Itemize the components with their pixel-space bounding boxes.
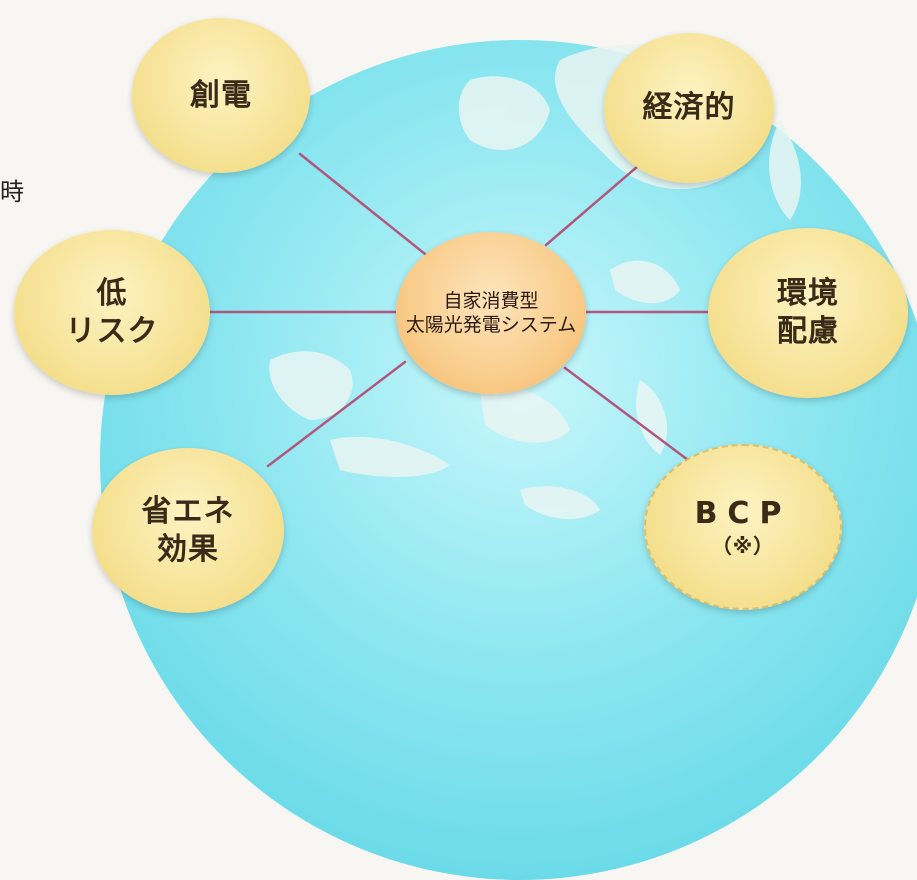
connector-keizaiteki xyxy=(544,158,647,247)
node-kankyo-line2: 配慮 xyxy=(777,314,839,349)
node-keizaiteki: 経済的 xyxy=(604,33,774,183)
center-node: 自家消費型 太陽光発電システム xyxy=(396,232,586,394)
center-line2: 太陽光発電システム xyxy=(405,314,577,336)
node-bcp-line2: （※） xyxy=(711,534,775,558)
node-kankyo-line1: 環境 xyxy=(777,276,839,311)
node-low-risk-line2: リスク xyxy=(65,313,159,349)
connector-souden xyxy=(298,152,432,260)
partial-text: 時 xyxy=(0,178,24,206)
connector-shoene xyxy=(266,360,407,468)
node-kankyo: 環境 配慮 xyxy=(708,228,908,398)
node-souden: 創電 xyxy=(132,18,310,173)
node-low-risk: 低 リスク xyxy=(14,230,210,395)
connector-lines xyxy=(205,152,714,468)
center-line1: 自家消費型 xyxy=(443,290,539,312)
node-shoene: 省エネ 効果 xyxy=(92,448,284,613)
connector-bcp xyxy=(563,366,690,462)
node-shoene-line2: 効果 xyxy=(157,531,219,567)
node-keizaiteki-label: 経済的 xyxy=(642,90,736,125)
node-bcp-line1: BCP xyxy=(694,496,792,531)
node-low-risk-line1: 低 xyxy=(96,275,128,311)
node-shoene-line1: 省エネ xyxy=(141,493,235,529)
node-souden-label: 創電 xyxy=(190,77,252,113)
node-bcp: BCP （※） xyxy=(644,444,842,610)
